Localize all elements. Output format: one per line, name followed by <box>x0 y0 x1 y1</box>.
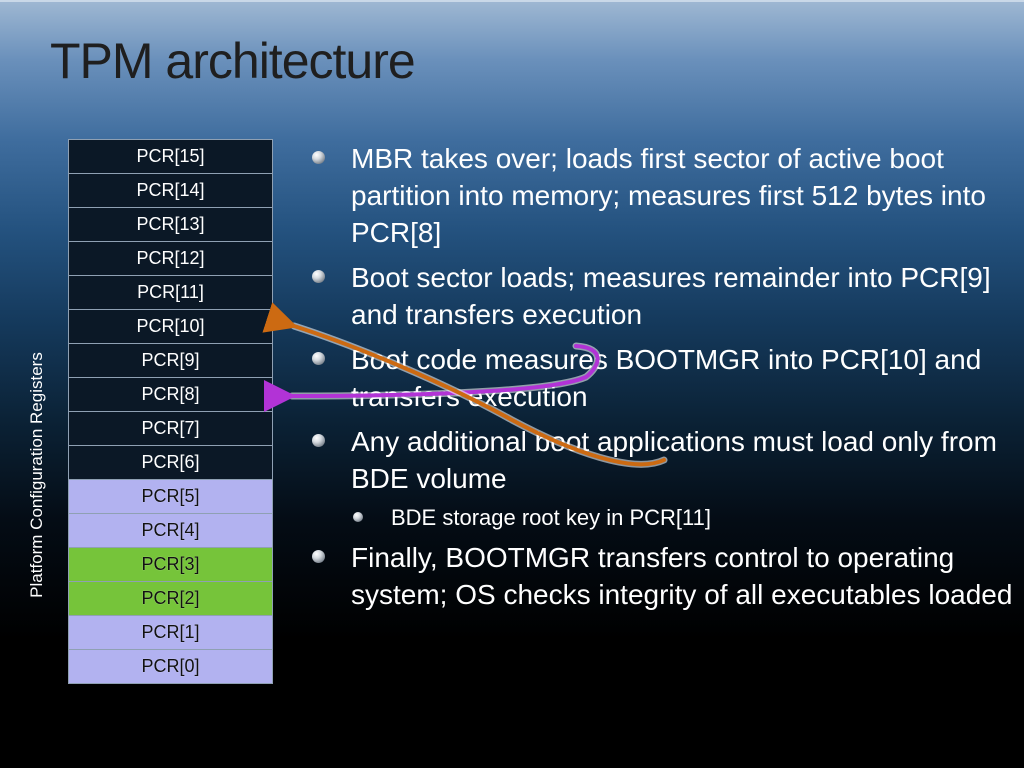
bullet-dot-icon <box>312 270 325 283</box>
pcr-cell-label: PCR[11] <box>137 282 204 302</box>
bullet-dot-icon <box>312 151 325 164</box>
pcr-cell-label: PCR[7] <box>141 418 200 438</box>
bullet-text: Boot code measures BOOTMGR into PCR[10] … <box>351 344 982 412</box>
bullet-text: BDE storage root key in PCR[11] <box>391 505 711 530</box>
pcr-cell-label: PCR[13] <box>136 214 205 234</box>
pcr-cell-label: PCR[4] <box>141 520 200 540</box>
bullet-text: Boot sector loads; measures remainder in… <box>351 262 991 330</box>
pcr-axis-label: Platform Configuration Registers <box>27 352 46 598</box>
slide-title: TPM architecture <box>50 33 416 89</box>
pcr-cell: PCR[6] <box>68 446 273 480</box>
bullet-text: Finally, BOOTMGR transfers control to op… <box>351 542 1013 610</box>
bullet-dot-icon <box>312 352 325 365</box>
bullet-item: MBR takes over; loads first sector of ac… <box>310 140 1015 251</box>
pcr-cell: PCR[2] <box>68 582 273 616</box>
pcr-cell-label: PCR[3] <box>141 554 200 574</box>
bullet-item: Boot sector loads; measures remainder in… <box>310 259 1015 333</box>
pcr-cell: PCR[14] <box>68 174 273 208</box>
pcr-cell: PCR[3] <box>68 548 273 582</box>
pcr-cell: PCR[8] <box>68 378 273 412</box>
pcr-cell: PCR[7] <box>68 412 273 446</box>
pcr-register-stack: PCR[15] PCR[14] PCR[13] PCR[12] PCR[11] PCR[1… <box>68 139 273 684</box>
pcr-cell: PCR[1] <box>68 616 273 650</box>
pcr-cell-label: PCR[1] <box>141 622 200 642</box>
pcr-cell: PCR[5] <box>68 480 273 514</box>
bullet-dot-icon <box>312 550 325 563</box>
bullet-item: Any additional boot applications must lo… <box>310 423 1015 497</box>
pcr-cell-label: PCR[14] <box>136 180 205 200</box>
pcr-cell-label: PCR[6] <box>141 452 200 472</box>
pcr-cell: PCR[9] <box>68 344 273 378</box>
bullet-item: Finally, BOOTMGR transfers control to op… <box>310 539 1015 613</box>
pcr-cell-label: PCR[15] <box>136 146 205 166</box>
bullet-text: MBR takes over; loads first sector of ac… <box>351 143 986 248</box>
bullet-item: Boot code measures BOOTMGR into PCR[10] … <box>310 341 1015 415</box>
pcr-cell-label: PCR[5] <box>141 486 200 506</box>
pcr-cell: PCR[11] <box>68 276 273 310</box>
pcr-cell-label: PCR[2] <box>141 588 200 608</box>
bullet-dot-icon <box>353 512 363 522</box>
bullet-dot-icon <box>312 434 325 447</box>
pcr-cell-label: PCR[9] <box>141 350 200 370</box>
bullet-list: MBR takes over; loads first sector of ac… <box>310 140 1015 621</box>
pcr-cell-label: PCR[12] <box>136 248 205 268</box>
pcr-cell: PCR[0] <box>68 650 273 684</box>
pcr-cell-label: PCR[8] <box>141 384 200 404</box>
bullet-text: Any additional boot applications must lo… <box>351 426 997 494</box>
pcr-cell: PCR[12] <box>68 242 273 276</box>
pcr-cell: PCR[13] <box>68 208 273 242</box>
pcr-cell: PCR[15] <box>68 140 273 174</box>
sub-bullet-item: BDE storage root key in PCR[11] <box>310 503 1015 533</box>
pcr-cell-label: PCR[10] <box>136 316 205 336</box>
pcr-cell-label: PCR[0] <box>141 656 200 676</box>
pcr-cell: PCR[10] <box>68 310 273 344</box>
pcr-cell: PCR[4] <box>68 514 273 548</box>
